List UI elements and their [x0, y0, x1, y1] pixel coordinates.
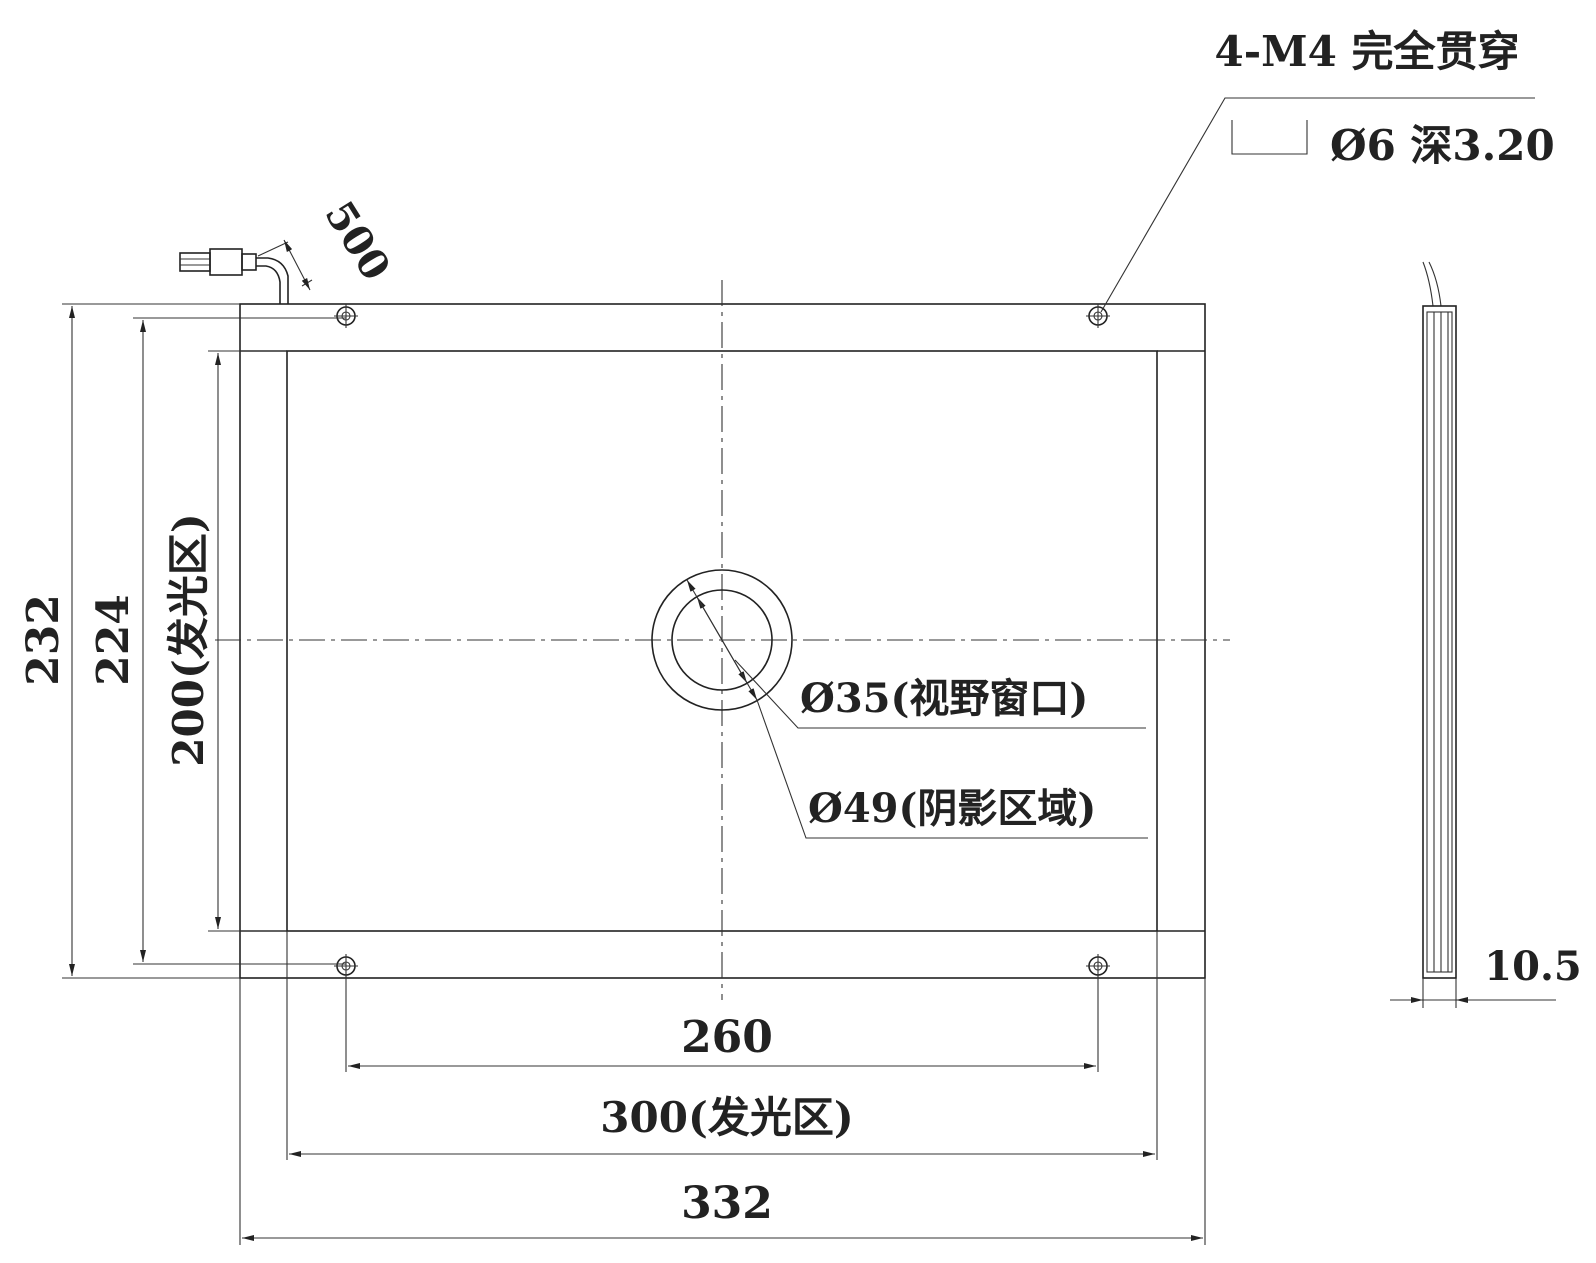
cable [256, 257, 289, 304]
label-emitting-width: 300(发光区) [600, 1093, 853, 1142]
mounting-hole-top-right [1086, 304, 1110, 328]
label-shadow-area: Ø49(阴影区域) [808, 785, 1096, 832]
leader-lines [734, 97, 1535, 839]
cable-connector [179, 239, 313, 304]
shadow-area-diameter-line [686, 579, 758, 701]
label-thickness: 10.5 [1484, 943, 1581, 990]
label-hole-spacing: 260 [681, 1012, 773, 1063]
label-counterbore: Ø6 深3.20 [1330, 121, 1555, 170]
dimension-lines [69, 306, 1203, 1241]
hole-callout-leader [1100, 97, 1535, 313]
label-total-width: 332 [681, 1178, 773, 1229]
panel-side-view [1390, 261, 1556, 1008]
mounting-hole-bottom-left [334, 954, 358, 978]
label-total-height: 232 [18, 594, 69, 686]
counterbore-symbol [1231, 120, 1308, 155]
view-window-leader [734, 659, 1146, 729]
mounting-hole-top-left [334, 304, 358, 328]
label-view-window: Ø35(视野窗口) [800, 675, 1088, 722]
label-inner-height: 224 [88, 594, 139, 686]
label-cable-length: 500 [315, 193, 399, 289]
shadow-area-circle [651, 569, 793, 711]
side-cable [1422, 261, 1434, 307]
panel-front-view [215, 280, 1230, 1000]
cable-length-dim-line [257, 241, 289, 257]
label-hole-callout: 4-M4 完全贯穿 [1215, 27, 1520, 76]
mounting-hole-bottom-right [1086, 954, 1110, 978]
shadow-area-leader [756, 699, 1148, 839]
label-emitting-height: 200(发光区) [164, 513, 213, 766]
extension-lines [62, 303, 1206, 1245]
